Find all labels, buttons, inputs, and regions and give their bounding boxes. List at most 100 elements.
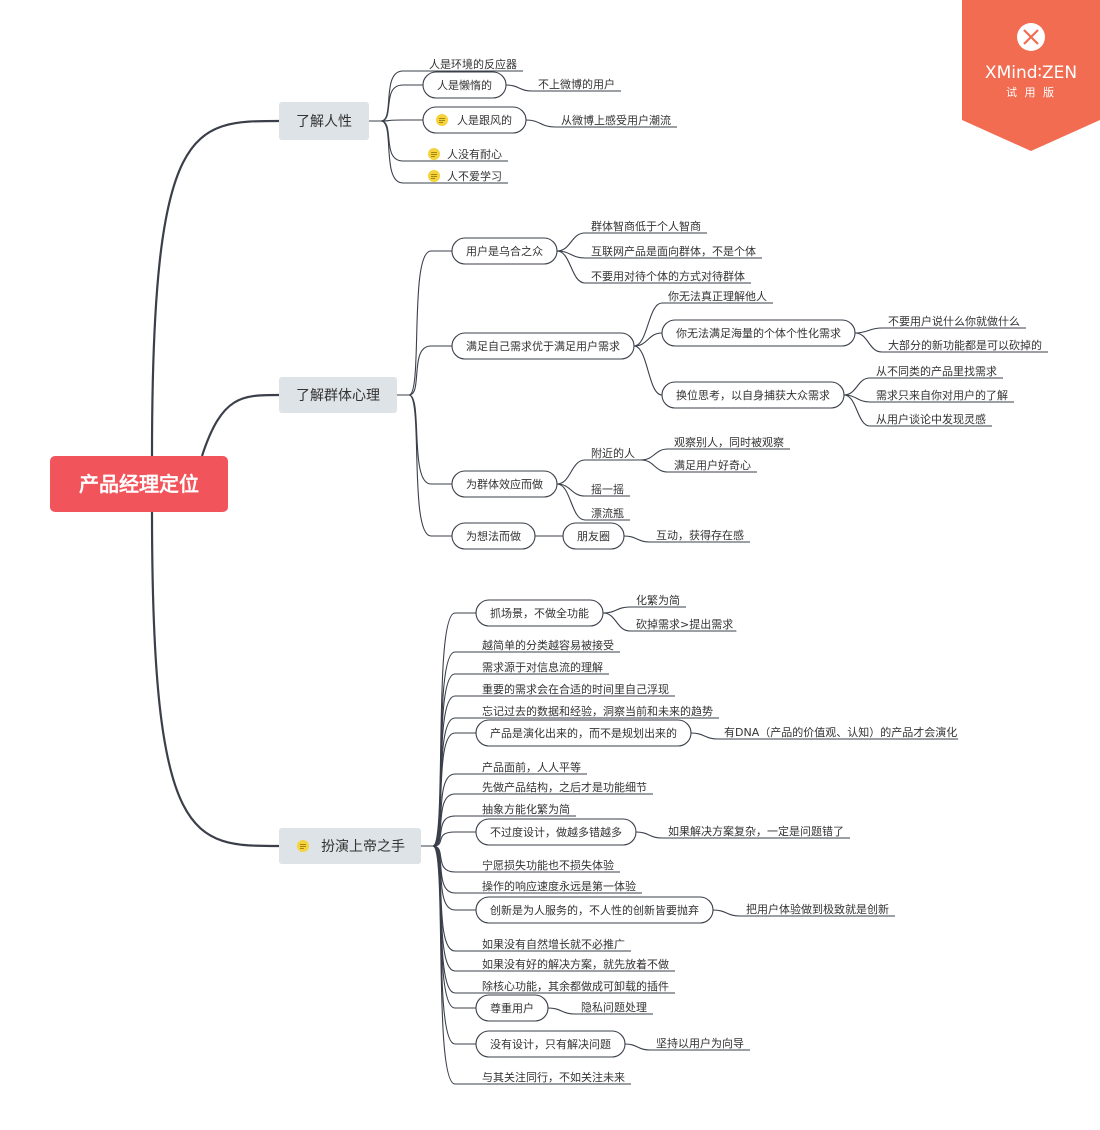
connector-c18a bbox=[624, 1043, 651, 1051]
topic-b1a[interactable]: 群体智商低于个人智商 bbox=[585, 219, 707, 234]
topic-label: 人是跟风的 bbox=[457, 113, 512, 127]
topic-a2a[interactable]: 不上微博的用户 bbox=[532, 77, 621, 92]
topic-b1b[interactable]: 互联网产品是面向群体，不是个体 bbox=[585, 244, 762, 259]
connector-c8 bbox=[421, 793, 476, 847]
topic-b1c[interactable]: 不要用对待个体的方式对待群体 bbox=[585, 269, 751, 284]
connector-c11 bbox=[421, 845, 476, 873]
topic-pill bbox=[451, 470, 558, 498]
topic-a4[interactable]: 人没有耐心 bbox=[423, 147, 508, 162]
topic-c14[interactable]: 如果没有自然增长就不必推广 bbox=[476, 937, 631, 952]
topic-label: 尊重用户 bbox=[490, 1001, 534, 1015]
topic-c7[interactable]: 产品面前，人人平等 bbox=[476, 760, 587, 775]
topic-b3[interactable]: 为群体效应而做 bbox=[451, 470, 558, 498]
topic-label: 人是懒惰的 bbox=[437, 78, 492, 92]
topic-label: 重要的需求会在合适的时间里自己浮现 bbox=[482, 682, 669, 696]
topic-c18a[interactable]: 坚持以用户为向导 bbox=[650, 1036, 750, 1051]
topic-b4a[interactable]: 朋友圈 bbox=[562, 522, 625, 550]
connector-b1 bbox=[397, 250, 452, 396]
topic-pill bbox=[661, 319, 856, 347]
topic-a5[interactable]: 人不爱学习 bbox=[423, 169, 508, 184]
topic-c3[interactable]: 需求源于对信息流的理解 bbox=[476, 660, 609, 675]
topic-pill bbox=[422, 71, 507, 99]
topic-b2b1[interactable]: 不要用户说什么你就做什么 bbox=[882, 314, 1026, 329]
topic-a3[interactable]: 人是跟风的 bbox=[422, 106, 527, 134]
topic-label: 为想法而做 bbox=[466, 529, 521, 543]
topic-label: 你无法真正理解他人 bbox=[668, 289, 767, 303]
topic-label: 摇一摇 bbox=[591, 482, 624, 496]
connector-a4 bbox=[369, 120, 423, 162]
topic-c16[interactable]: 除核心功能，其余都做成可卸载的插件 bbox=[476, 979, 675, 994]
main-topic-m3[interactable]: 扮演上帝之手 bbox=[279, 828, 421, 864]
connector-b2b2 bbox=[854, 332, 883, 353]
connector-m2 bbox=[200, 393, 280, 457]
topic-b3a[interactable]: 附近的人 bbox=[585, 446, 641, 461]
topic-c17a[interactable]: 隐私问题处理 bbox=[575, 1001, 653, 1015]
topic-c9[interactable]: 抽象方能化繁为简 bbox=[476, 802, 576, 817]
topic-b3b[interactable]: 摇一摇 bbox=[585, 482, 630, 497]
topic-a1[interactable]: 人是环境的反应器 bbox=[423, 57, 523, 72]
topic-c2[interactable]: 越简单的分类越容易被接受 bbox=[476, 638, 620, 653]
topic-label: 有DNA（产品的价值观、认知）的产品才会演化 bbox=[724, 725, 957, 739]
main-topic-box bbox=[279, 377, 397, 413]
connector-c6 bbox=[421, 732, 476, 847]
topic-label: 为群体效应而做 bbox=[466, 477, 543, 491]
central-topic[interactable]: 产品经理定位 bbox=[50, 456, 228, 512]
connector-c17a bbox=[547, 1007, 576, 1015]
topic-b3a2[interactable]: 满足用户好奇心 bbox=[668, 458, 757, 473]
connector-a1 bbox=[369, 70, 423, 122]
topic-c10a[interactable]: 如果解决方案复杂，一定是问题错了 bbox=[662, 824, 850, 839]
note-icon bbox=[428, 148, 440, 160]
topic-b1[interactable]: 用户是乌合之众 bbox=[451, 237, 558, 265]
topic-b2c[interactable]: 换位思考，以自身捕获大众需求 bbox=[661, 381, 845, 409]
topic-label: 产品是演化出来的，而不是规划出来的 bbox=[490, 726, 677, 740]
topic-c15[interactable]: 如果没有好的解决方案，就先放着不做 bbox=[476, 957, 675, 972]
topic-c11[interactable]: 宁愿损失功能也不损失体验 bbox=[476, 858, 620, 873]
topic-c8[interactable]: 先做产品结构，之后才是功能细节 bbox=[476, 780, 653, 795]
topic-c1[interactable]: 抓场景，不做全功能 bbox=[475, 599, 604, 627]
connector-b4 bbox=[397, 394, 452, 537]
main-topic-m1[interactable]: 了解人性 bbox=[279, 102, 369, 140]
topic-b3c[interactable]: 漂流瓶 bbox=[585, 506, 630, 521]
topic-c19[interactable]: 与其关注同行，不如关注未来 bbox=[476, 1070, 631, 1085]
topic-b2[interactable]: 满足自己需求优于满足用户需求 bbox=[451, 332, 635, 360]
topic-c12[interactable]: 操作的响应速度永远是第一体验 bbox=[476, 879, 642, 894]
topic-c13[interactable]: 创新是为人服务的，不人性的创新皆要抛弃 bbox=[475, 896, 714, 924]
topic-c10[interactable]: 不过度设计，做越多错越多 bbox=[475, 818, 637, 846]
topic-c13a[interactable]: 把用户体验做到极致就是创新 bbox=[740, 902, 895, 917]
topic-c17[interactable]: 尊重用户 bbox=[475, 994, 549, 1022]
topic-label: 如果没有好的解决方案，就先放着不做 bbox=[482, 957, 669, 971]
topic-b2b[interactable]: 你无法满足海量的个体个性化需求 bbox=[661, 319, 856, 347]
topic-label: 从用户谈论中发现灵感 bbox=[876, 412, 986, 426]
topic-c4[interactable]: 重要的需求会在合适的时间里自己浮现 bbox=[476, 682, 675, 697]
connector-b2c bbox=[633, 345, 663, 396]
topic-label: 人是环境的反应器 bbox=[429, 57, 517, 71]
topic-label: 从不同类的产品里找需求 bbox=[876, 364, 997, 378]
connector-b2c1 bbox=[843, 377, 871, 396]
topic-b2c1[interactable]: 从不同类的产品里找需求 bbox=[870, 364, 1003, 379]
topic-c5[interactable]: 忘记过去的数据和经验，洞察当前和未来的趋势 bbox=[476, 704, 719, 719]
topic-label: 互动，获得存在感 bbox=[656, 528, 744, 542]
topic-c6a[interactable]: 有DNA（产品的价值观、认知）的产品才会演化 bbox=[718, 725, 959, 740]
topic-b4[interactable]: 为想法而做 bbox=[451, 522, 536, 550]
connector-b4a1 bbox=[623, 535, 651, 543]
connector-b3c bbox=[556, 483, 586, 521]
topic-b2c3[interactable]: 从用户谈论中发现灵感 bbox=[870, 412, 992, 427]
topic-c6[interactable]: 产品是演化出来的，而不是规划出来的 bbox=[475, 719, 692, 747]
topic-b2b2[interactable]: 大部分的新功能都是可以砍掉的 bbox=[882, 338, 1048, 353]
central-topic-box bbox=[50, 456, 228, 512]
connector-b2b bbox=[633, 332, 663, 347]
topic-b3a1[interactable]: 观察别人，同时被观察 bbox=[668, 435, 790, 450]
topic-a2[interactable]: 人是懒惰的 bbox=[422, 71, 507, 99]
topic-b4a1[interactable]: 互动，获得存在感 bbox=[650, 528, 750, 543]
topic-c1b[interactable]: 砍掉需求>提出需求 bbox=[630, 617, 737, 632]
topic-c18[interactable]: 没有设计，只有解决问题 bbox=[475, 1030, 626, 1058]
connector-c1b bbox=[602, 612, 631, 632]
topic-pill bbox=[475, 1030, 626, 1058]
connector-b1a bbox=[556, 232, 586, 252]
topic-c1a[interactable]: 化繁为简 bbox=[630, 593, 686, 608]
main-topic-m2[interactable]: 了解群体心理 bbox=[279, 377, 397, 413]
topic-b2a[interactable]: 你无法真正理解他人 bbox=[662, 289, 773, 304]
topic-b2c2[interactable]: 需求只来自你对用户的了解 bbox=[870, 388, 1014, 403]
topic-a3a[interactable]: 从微博上感受用户潮流 bbox=[555, 113, 677, 128]
